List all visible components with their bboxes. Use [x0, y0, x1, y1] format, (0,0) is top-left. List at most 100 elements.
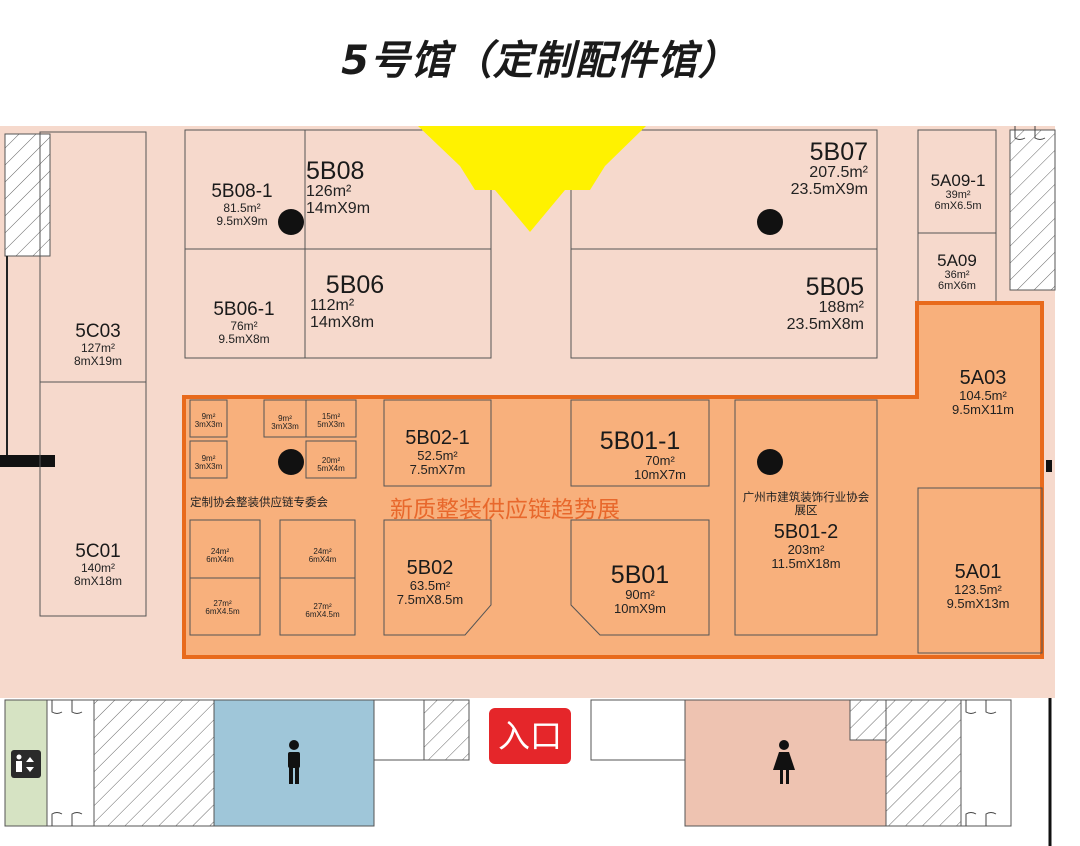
booth-area: 112m²	[310, 297, 355, 315]
zone-title: 新质整装供应链趋势展	[390, 497, 620, 523]
booth-code: 5C03	[75, 321, 121, 342]
booth-area: 70m²	[645, 453, 675, 469]
booth-area: 81.5m²	[223, 200, 261, 215]
booth-code: 5C01	[75, 541, 121, 562]
booth-5A09: 5A09 36m² 6mX6m	[918, 252, 996, 293]
entrance-sign: 入口	[489, 708, 571, 764]
booth-area: 15m²	[321, 412, 341, 421]
booth-area: 39m²	[945, 188, 971, 201]
booth-dim: 3mX3m	[194, 462, 223, 472]
small-booth: 15m² 5mX3m	[306, 412, 356, 430]
booth-dim: 8mX19m	[73, 353, 123, 368]
small-booth: 9m² 3mX3m	[264, 414, 306, 432]
booth-area: 63.5m²	[409, 578, 451, 593]
booth-area: 203m²	[787, 542, 825, 557]
small-booth: 9m² 3mX3m	[190, 454, 227, 472]
booth-5A09-1: 5A09-1 39m² 6mX6.5m	[918, 172, 998, 213]
booth-area: 52.5m²	[417, 448, 458, 463]
booth-5B06: 5B06 112m² 14mX8m	[310, 272, 400, 332]
booth-dim: 23.5mX9m	[790, 181, 868, 199]
booth-5B01-2: 5B01-2 203m² 11.5mX18m	[735, 522, 877, 570]
hall-title: 5号馆（定制配件馆）	[341, 38, 739, 84]
booth-area: 9m²	[201, 412, 216, 421]
small-booth: 24m² 6mX4m	[190, 547, 250, 565]
booth-area: 90m²	[625, 587, 655, 603]
booth-code: 5B01-1	[599, 427, 681, 455]
booth-dim: 9.5mX11m	[952, 401, 1014, 417]
association-label: 定制协会整装供应链专委会	[190, 495, 328, 509]
small-booth: 24m² 6mX4m	[290, 547, 355, 565]
booth-5A01: 5A01 123.5m² 9.5mX13m	[930, 562, 1026, 610]
small-booth: 27m² 6mX4.5m	[190, 599, 255, 617]
booth-dim: 9.5mX9m	[216, 213, 268, 228]
booth-5B08: 5B08 126m² 14mX9m	[306, 158, 370, 218]
booth-dim: 6mX6.5m	[934, 200, 982, 213]
booth-area: 27m²	[213, 599, 232, 608]
booth-area: 24m²	[313, 547, 332, 556]
booth-5B05: 5B05 188m² 23.5mX8m	[740, 274, 864, 334]
booth-area: 140m²	[80, 560, 115, 575]
booth-area: 24m²	[210, 547, 230, 556]
right-hatched-column	[1009, 129, 1056, 291]
male-restroom-icon	[288, 740, 300, 784]
booth-area: 126m²	[306, 183, 352, 201]
booth-area: 76m²	[230, 318, 258, 333]
booth-area: 36m²	[944, 268, 970, 281]
left-wall-bar	[0, 455, 55, 467]
booth-dim: 14mX8m	[310, 314, 375, 332]
female-restroom-icon	[773, 740, 795, 784]
pillar-dot	[278, 449, 304, 475]
booth-dim: 14mX9m	[306, 200, 371, 218]
booth-5B06-1: 5B06-1 76m² 9.5mX8m	[196, 300, 292, 345]
booth-area: 207.5m²	[809, 164, 868, 182]
booth-area: 27m²	[313, 602, 332, 611]
booth-dim: 6mX4m	[308, 555, 337, 565]
trend-zone	[182, 301, 1044, 659]
association-line: 展区	[794, 503, 818, 518]
booth-5C01: 5C01 140m² 8mX18m	[50, 542, 146, 587]
small-booth: 9m² 3mX3m	[190, 412, 227, 430]
booth-area: 188m²	[818, 299, 864, 317]
booth-dim: 10mX7m	[633, 466, 687, 482]
association-line: 广州市建筑装饰行业协会	[742, 490, 870, 504]
booth-5A03: 5A03 104.5m² 9.5mX11m	[935, 368, 1031, 416]
booth-5B02-1: 5B02-1 52.5m² 7.5mX7m	[384, 428, 491, 476]
booth-code: 5B05	[805, 273, 864, 301]
booth-code: 5B08	[306, 157, 365, 185]
booth-code: 5B02	[406, 557, 454, 579]
booth-code: 5B08-1	[211, 181, 273, 202]
small-booth: 20m² 5mX4m	[306, 456, 356, 474]
small-booth: 27m² 6mX4.5m	[290, 602, 355, 620]
booth-code: 5B01	[610, 561, 670, 589]
booth-5C03: 5C03 127m² 8mX19m	[50, 322, 146, 367]
elevator-icon	[11, 750, 41, 778]
booth-dim: 23.5mX8m	[786, 316, 864, 334]
left-hatched-column	[4, 133, 51, 257]
booth-dim: 3mX3m	[194, 420, 223, 430]
booth-code: 5A09-1	[930, 171, 986, 190]
booth-dim: 9.5mX13m	[946, 595, 1010, 611]
booth-code: 5A09	[937, 251, 977, 270]
booth-code: 5B06	[325, 271, 385, 299]
booth-dim: 5mX4m	[317, 464, 345, 474]
pillar-dot	[757, 449, 783, 475]
arrow-down-icon	[418, 126, 646, 232]
booth-5B01-1: 5B01-1 70m² 10mX7m	[571, 428, 709, 482]
booth-dim: 5mX3m	[317, 420, 345, 430]
booth-dim: 3mX3m	[271, 422, 299, 432]
booth-5B02: 5B02 63.5m² 7.5mX8.5m	[380, 558, 480, 606]
booth-dim: 6mX4m	[206, 555, 234, 565]
booth-area: 9m²	[201, 454, 216, 463]
booth-code: 5B01-2	[773, 521, 839, 543]
booth-code: 5B07	[809, 138, 868, 166]
booth-code: 5B02-1	[405, 427, 470, 449]
booth-dim: 7.5mX8.5m	[396, 591, 464, 607]
booth-area: 123.5m²	[954, 582, 1002, 597]
booth-dim: 6mX4.5m	[205, 607, 240, 617]
booth-5B08-1: 5B08-1 81.5m² 9.5mX9m	[196, 182, 288, 227]
booth-5B07: 5B07 207.5m² 23.5mX9m	[740, 139, 868, 199]
pillar-dot	[278, 209, 304, 235]
booth-dim: 6mX6m	[938, 280, 976, 293]
booth-dim: 7.5mX7m	[409, 461, 466, 477]
